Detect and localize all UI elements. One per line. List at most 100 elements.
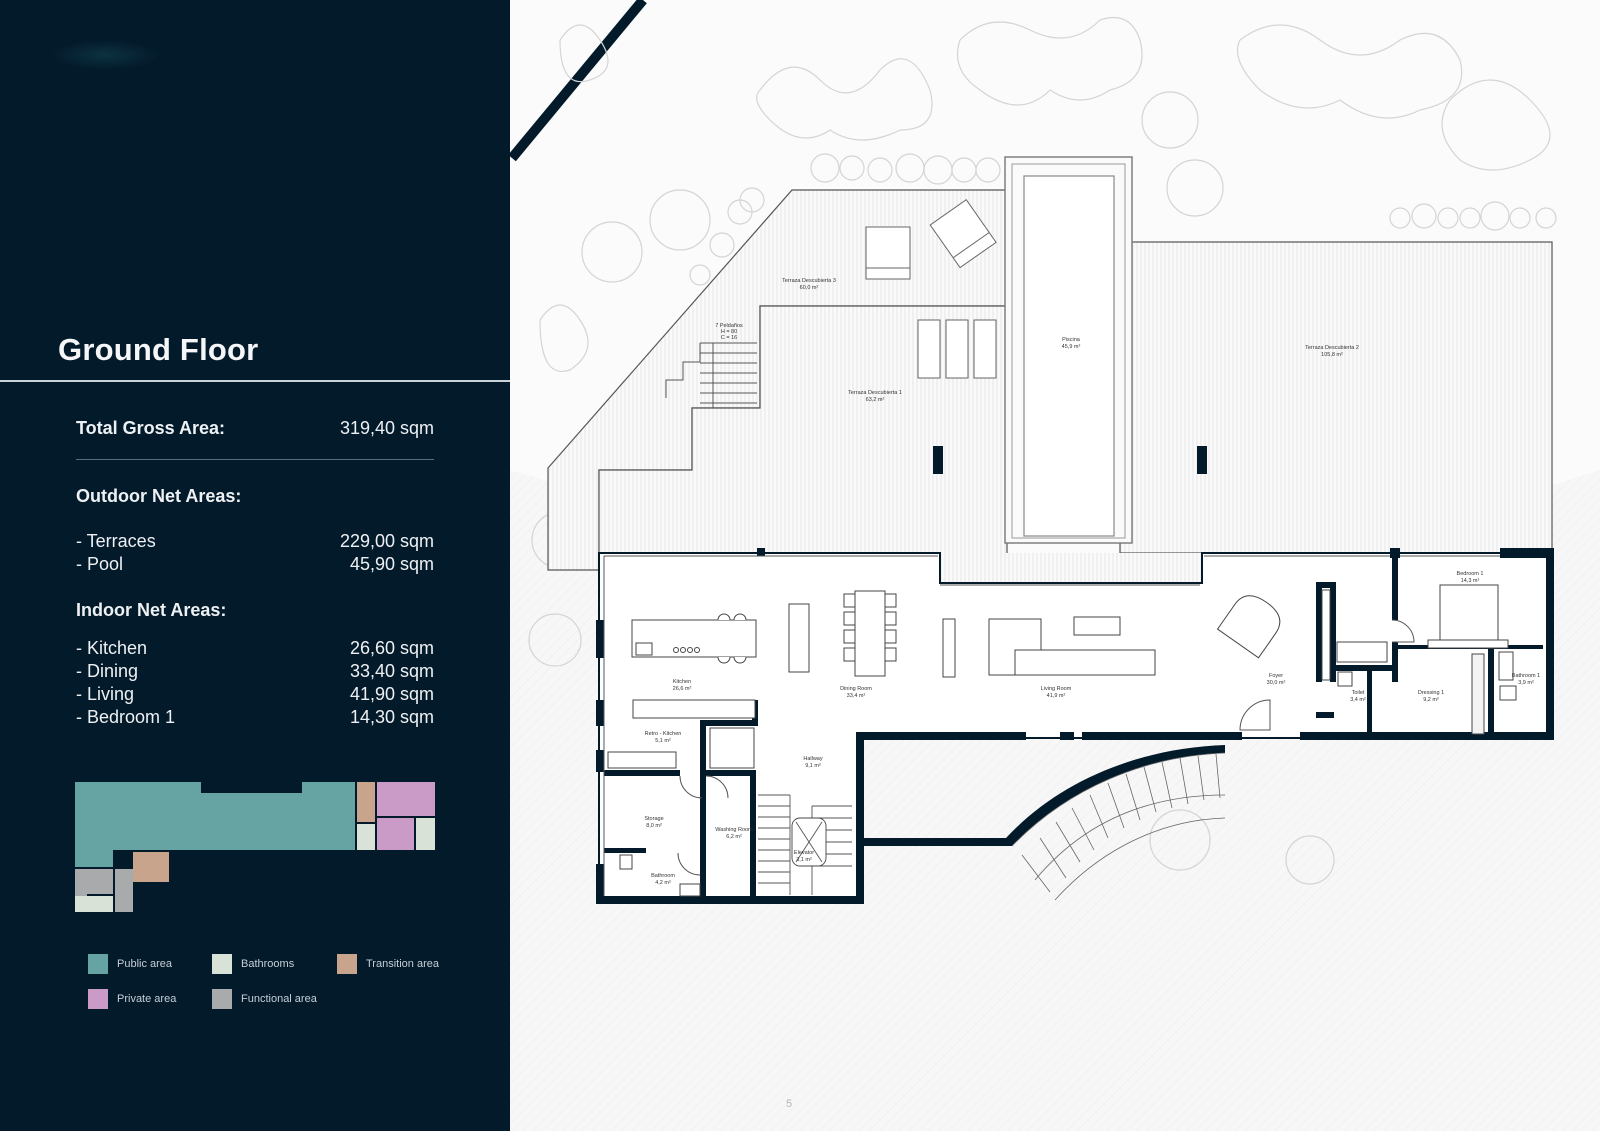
room-label: Living Room bbox=[1041, 686, 1072, 692]
room-area: 45,9 m² bbox=[1062, 344, 1081, 350]
zoning-legend: Public area Bathrooms Transition area Pr… bbox=[88, 954, 448, 1024]
sunbed-icons bbox=[865, 199, 997, 379]
zone-bathroom bbox=[75, 896, 113, 912]
room-label: Retro - Kitchen bbox=[645, 731, 682, 737]
room-label: Dining Room bbox=[840, 686, 872, 692]
legend-label: Public area bbox=[117, 958, 173, 970]
zone-private bbox=[377, 782, 435, 816]
row-label: - Kitchen bbox=[76, 638, 148, 658]
row-label: - Living bbox=[76, 684, 135, 704]
curved-stair bbox=[1011, 752, 1226, 901]
room-area: 6,2 m² bbox=[726, 834, 742, 840]
room-area: 3,1 m² bbox=[796, 857, 812, 863]
room-area: 30,0 m² bbox=[1267, 680, 1286, 686]
grand-piano bbox=[1216, 595, 1281, 659]
room-area: 41,9 m² bbox=[1047, 693, 1066, 699]
row-value: 45,90 sqm bbox=[349, 554, 434, 574]
room-label: Toilet bbox=[1352, 690, 1365, 696]
row-label: - Bedroom 1 bbox=[76, 707, 176, 727]
total-gross-area-row: Total Gross Area: 319,40 sqm bbox=[76, 418, 434, 439]
room-label: Hallway bbox=[803, 756, 823, 762]
indoor-row-dining: - Dining 33,40 sqm bbox=[76, 661, 434, 682]
row-label: - Dining bbox=[76, 661, 139, 681]
legend-swatch bbox=[88, 989, 108, 1009]
zone-private bbox=[377, 818, 414, 850]
terrace-strip bbox=[940, 553, 1202, 583]
row-value: 33,40 sqm bbox=[349, 661, 434, 681]
stairs-note: H = 80 bbox=[721, 329, 737, 335]
room-area: 3,4 m² bbox=[1350, 697, 1366, 703]
indoor-row-kitchen: - Kitchen 26,60 sqm bbox=[76, 638, 434, 659]
room-label: Kitchen bbox=[673, 679, 691, 685]
row-label: - Terraces bbox=[76, 531, 156, 551]
page-number: 5 bbox=[786, 1098, 793, 1110]
legend-functional-area: Functional area bbox=[212, 989, 317, 1009]
stairs-note: C = 16 bbox=[721, 335, 737, 341]
room-area: 33,4 m² bbox=[847, 693, 866, 699]
logo-mark bbox=[50, 40, 160, 70]
room-area: 60,0 m² bbox=[800, 285, 819, 291]
furniture bbox=[607, 584, 1517, 897]
zone-functional bbox=[115, 869, 133, 912]
room-area: 9,2 m² bbox=[1423, 697, 1439, 703]
pool-coping bbox=[1011, 163, 1126, 539]
indoor-row-living: - Living 41,90 sqm bbox=[76, 684, 434, 705]
room-label: Terraza Descubierta 2 bbox=[1305, 345, 1359, 351]
room-area: 8,0 m² bbox=[646, 823, 662, 829]
outdoor-heading: Outdoor Net Areas: bbox=[76, 486, 242, 506]
room-area: 4,2 m² bbox=[655, 880, 671, 886]
legend-swatch bbox=[88, 954, 108, 974]
zoning-diagram bbox=[75, 782, 435, 912]
room-area: 105,8 m² bbox=[1321, 352, 1343, 358]
zone-functional bbox=[75, 869, 113, 900]
room-label: Foyer bbox=[1269, 673, 1283, 679]
pool-water bbox=[1023, 175, 1115, 537]
room-area: 9,1 m² bbox=[805, 763, 821, 769]
column bbox=[933, 446, 943, 474]
legend-transition-area: Transition area bbox=[337, 954, 439, 974]
exterior-walls bbox=[596, 548, 1554, 904]
legend-public-area: Public area bbox=[88, 954, 172, 974]
bed bbox=[1439, 584, 1499, 641]
room-area: 14,3 m² bbox=[1461, 578, 1480, 584]
info-sidebar: Ground Floor Total Gross Area: 319,40 sq… bbox=[0, 0, 510, 1131]
dining-table bbox=[854, 590, 886, 677]
room-label: Dressing 1 bbox=[1418, 690, 1444, 696]
kitchen-counter bbox=[632, 699, 756, 719]
room-label: Storage bbox=[644, 816, 663, 822]
row-value: 26,60 sqm bbox=[349, 638, 434, 658]
zone-bathroom bbox=[357, 824, 375, 850]
room-label: Piscina bbox=[1062, 337, 1081, 343]
room-labels: Terraza Descubierta 3 60,0 m² Terraza De… bbox=[644, 278, 1540, 886]
zone-transition bbox=[133, 852, 169, 882]
floor-plan-drawing: Terraza Descubierta 3 60,0 m² Terraza De… bbox=[510, 0, 1600, 1131]
room-area: 3,9 m² bbox=[1518, 680, 1534, 686]
terrace-2 bbox=[1119, 241, 1553, 554]
total-gross-area-value: 319,40 sqm bbox=[339, 418, 434, 438]
window-lines bbox=[603, 555, 1500, 896]
room-label: Bathroom bbox=[651, 873, 675, 879]
room-label: Terraza Descubierta 3 bbox=[782, 278, 836, 284]
legend-bathrooms: Bathrooms bbox=[212, 954, 294, 974]
legend-label: Private area bbox=[117, 993, 177, 1005]
room-area: 63,2 m² bbox=[866, 397, 885, 403]
outdoor-row-pool: - Pool 45,90 sqm bbox=[76, 554, 434, 575]
row-value: 41,90 sqm bbox=[349, 684, 434, 704]
interior-stairs bbox=[758, 794, 852, 895]
legend-swatch bbox=[337, 954, 357, 974]
site-boundary bbox=[510, 0, 647, 162]
room-label: Bedroom 1 bbox=[1457, 571, 1484, 577]
legend-swatch bbox=[212, 954, 232, 974]
area-divider bbox=[76, 459, 434, 460]
row-label: - Pool bbox=[76, 554, 124, 574]
room-label: Washing Room bbox=[715, 827, 753, 833]
room-label: Terraza Descubierta 1 bbox=[848, 390, 902, 396]
row-value: 229,00 sqm bbox=[339, 531, 434, 551]
terrace-stairs bbox=[665, 342, 757, 408]
zone-public bbox=[75, 782, 355, 867]
legend-label: Bathrooms bbox=[241, 958, 295, 970]
tree-icons bbox=[528, 16, 1557, 885]
outdoor-row-terraces: - Terraces 229,00 sqm bbox=[76, 531, 434, 552]
kitchen-island bbox=[631, 619, 757, 658]
room-label: Bathroom 1 bbox=[1512, 673, 1540, 679]
